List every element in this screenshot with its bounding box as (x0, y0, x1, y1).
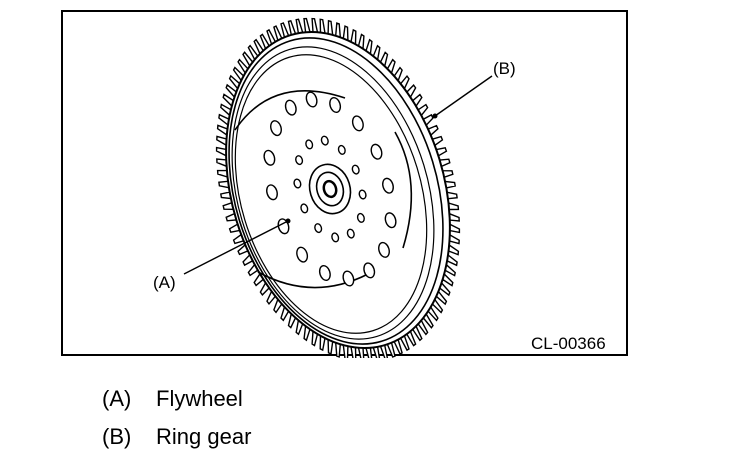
friction-surface-arc-bottom (257, 271, 369, 289)
leader-lines (183, 75, 493, 275)
legend-item-flywheel: (A) Flywheel (102, 386, 243, 412)
figure-frame: (A) (B) CL-00366 (61, 10, 628, 358)
flywheel-rim-inner (231, 46, 435, 340)
legend-key: (A) (102, 386, 132, 411)
legend-key: (B) (102, 424, 132, 449)
flywheel-bolt-holes (263, 91, 397, 287)
bolt-hole-outer (296, 246, 309, 263)
legend-text: Flywheel (156, 386, 243, 411)
flywheel-illustration: (A) (B) CL-00366 (153, 17, 606, 358)
bolt-hole-outer (305, 91, 318, 108)
friction-surface-arc-right (394, 131, 413, 249)
hub-bore (322, 179, 338, 199)
center-hub (308, 163, 352, 215)
flywheel-rim-step (234, 54, 428, 334)
legend-text: Ring gear (156, 424, 252, 449)
bolt-hole-outer (318, 264, 331, 282)
flywheel-rim-outer (228, 37, 444, 345)
bolt-hole-inner (300, 203, 309, 214)
leader-dot-b (432, 113, 438, 119)
bolt-hole-inner (314, 223, 323, 234)
bolt-hole-inner (356, 212, 365, 223)
bolt-hole-outer (351, 115, 364, 132)
bolt-hole-inner (346, 228, 355, 239)
bolt-hole-outer (263, 149, 276, 166)
callout-label-b: (B) (493, 59, 516, 78)
leader-line-b (434, 75, 493, 117)
bolt-hole-outer (342, 270, 355, 287)
bolt-hole-inner (293, 178, 302, 189)
bolt-hole-outer (329, 96, 342, 114)
bolt-hole-outer (378, 241, 390, 258)
bolt-hole-outer (384, 212, 397, 229)
bolt-hole-outer (370, 143, 383, 160)
bolt-hole-outer (363, 262, 376, 279)
bolt-hole-inner (295, 155, 304, 166)
bolt-hole-outer (270, 120, 282, 137)
bolt-hole-inner (305, 139, 314, 150)
bolt-hole-outer (284, 99, 297, 116)
callout-label-a: (A) (153, 273, 176, 292)
leader-dot-a (285, 218, 291, 224)
bolt-hole-inner (337, 144, 346, 155)
bolt-hole-inner (331, 232, 340, 243)
bolt-hole-outer (266, 184, 278, 201)
figure-code: CL-00366 (531, 334, 606, 353)
bolt-hole-inner (351, 164, 360, 175)
leader-line-a (183, 220, 289, 275)
bolt-hole-outer (382, 177, 394, 194)
friction-surface-arc-top (234, 90, 346, 131)
bolt-hole-inner (320, 135, 329, 146)
legend-item-ring-gear: (B) Ring gear (102, 424, 251, 450)
bolt-hole-inner (358, 189, 367, 200)
